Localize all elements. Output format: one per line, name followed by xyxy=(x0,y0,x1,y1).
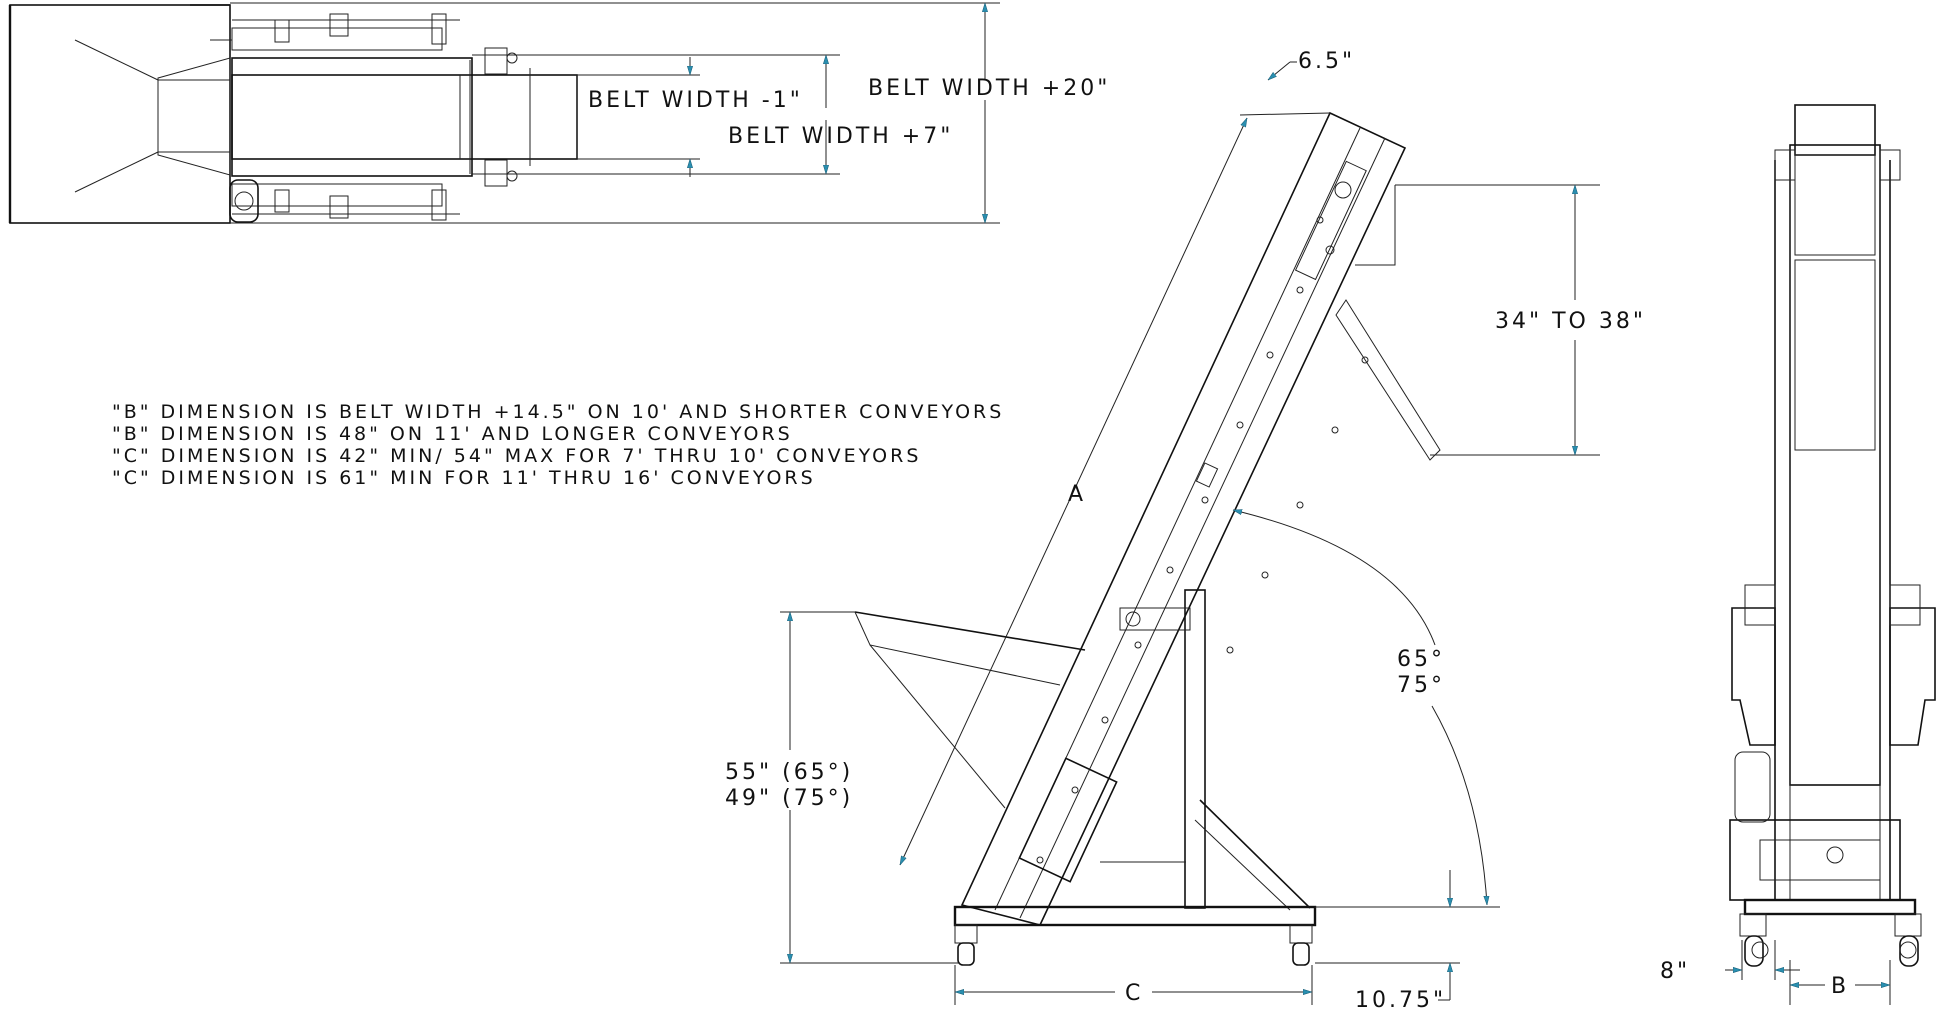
side-view: A 6.5" 34" TO 38" 65° 75° 55" (65°) 49" … xyxy=(725,49,1646,1012)
note-line-2: "B" DIMENSION IS 48" ON 11' AND LONGER C… xyxy=(112,423,793,445)
dimension-notes: "B" DIMENSION IS BELT WIDTH +14.5" ON 10… xyxy=(112,401,1004,489)
width-b-label: B xyxy=(1831,974,1849,999)
belt-width-plus-7-label: BELT WIDTH +7" xyxy=(728,124,953,149)
top-view: BELT WIDTH -1" BELT WIDTH +7" BELT WIDTH… xyxy=(8,2,1110,224)
angle-65-label: 65° xyxy=(1397,647,1445,672)
top-offset-label: 6.5" xyxy=(1298,49,1355,74)
note-line-1: "B" DIMENSION IS BELT WIDTH +14.5" ON 10… xyxy=(112,401,1004,423)
note-line-3: "C" DIMENSION IS 42" MIN/ 54" MAX FOR 7'… xyxy=(112,445,921,467)
caster-height-label: 10.75" xyxy=(1355,988,1446,1012)
length-a-label: A xyxy=(1068,482,1086,507)
infeed-height-75-label: 49" (75°) xyxy=(725,786,853,811)
end-offset-label: 8" xyxy=(1660,959,1690,984)
base-c-label: C xyxy=(1125,981,1143,1006)
discharge-height-label: 34" TO 38" xyxy=(1495,309,1646,334)
end-view: 8" B xyxy=(1660,104,1936,1005)
belt-width-minus-1-label: BELT WIDTH -1" xyxy=(588,88,803,113)
note-line-4: "C" DIMENSION IS 61" MIN FOR 11' THRU 16… xyxy=(112,467,816,489)
belt-width-plus-20-label: BELT WIDTH +20" xyxy=(868,76,1110,101)
angle-75-label: 75° xyxy=(1397,673,1445,698)
infeed-height-65-label: 55" (65°) xyxy=(725,760,853,785)
